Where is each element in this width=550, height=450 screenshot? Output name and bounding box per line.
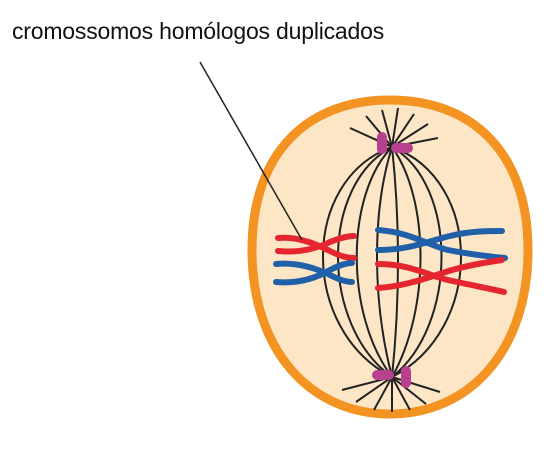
- leader-line: [199, 61, 303, 241]
- cell-membrane: [247, 95, 533, 419]
- homologous-pair-left: [273, 233, 357, 286]
- centrosome-bottom: [372, 366, 411, 388]
- homologous-pair-right: [375, 227, 508, 295]
- centrosome-top: [377, 132, 413, 154]
- chromosome-label: cromossomos homólogos duplicados: [12, 18, 385, 44]
